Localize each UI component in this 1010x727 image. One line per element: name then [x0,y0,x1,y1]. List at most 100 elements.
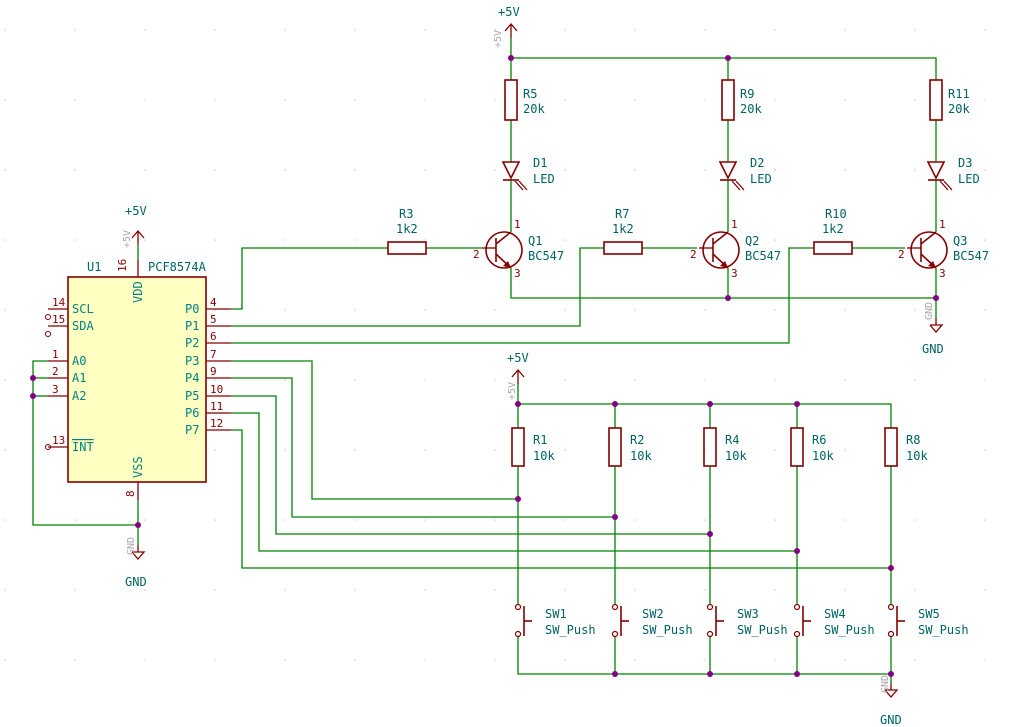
value-label: 1k2 [396,222,418,236]
pin-name: P6 [185,406,199,420]
ref-label: R8 [906,433,920,447]
ref-label: R10 [825,207,847,221]
value-label: 10k [725,449,747,463]
svg-text:+5V: +5V [507,382,518,400]
pin-number: 2 [898,248,905,261]
pin-number: 1 [939,218,946,231]
value-label: 1k2 [612,222,634,236]
value-label: 10k [630,449,652,463]
ic-pin-p0: 4P0 [185,296,231,316]
value-label: SW_Push [918,623,969,637]
pin-name: P5 [185,389,199,403]
gnd-symbol-transistors: GND GND [922,302,944,356]
value-label: 1k2 [822,222,844,236]
wires [32,38,937,683]
ref-label: D2 [750,156,764,170]
pin-name: P3 [185,354,199,368]
value-label: 20k [948,102,970,116]
svg-text:+5V: +5V [493,30,504,48]
ref-label: Q2 [745,234,759,248]
power-symbol-5v-pullups: +5V +5V [507,351,529,400]
pin-name: P4 [185,371,199,385]
ref-label: Q1 [528,234,542,248]
ref-label: SW2 [642,607,664,621]
pin-name: A0 [72,354,86,368]
svg-text:8: 8 [124,490,137,497]
power-symbol-5v-top: +5V +5V [493,5,520,48]
svg-text:+5V: +5V [507,351,529,365]
value-label: SW_Push [737,623,788,637]
pin-number: 1 [514,218,521,231]
svg-text:GND: GND [880,675,891,693]
ic-value: PCF8574A [148,260,207,274]
pin-number: 15 [52,313,65,326]
pin-number: 2 [690,248,697,261]
ref-label: SW5 [918,607,940,621]
ref-label: D3 [958,156,972,170]
ref-label: R1 [533,433,547,447]
svg-text:GND: GND [880,713,902,727]
pin-name: P1 [185,319,199,333]
svg-text:+5V: +5V [122,230,133,248]
pin-number: 6 [210,330,217,343]
ic-ref: U1 [87,260,101,274]
ic-pin-p4: 9 P4 [185,365,231,385]
pin-name: INT [72,440,94,454]
ref-label: R11 [948,87,970,101]
ref-label: SW3 [737,607,759,621]
gnd-symbol-switches: GND GND [880,675,902,727]
value-label: LED [533,172,555,186]
pin-number: 3 [514,267,521,280]
pin-number: 3 [939,267,946,280]
pin-number: 9 [210,365,217,378]
value-label: SW_Push [545,623,596,637]
ref-label: R6 [812,433,826,447]
pin-number: 3 [731,267,738,280]
svg-text:GND: GND [125,575,147,589]
pin-name: P2 [185,336,199,350]
pin-number: 11 [210,400,223,413]
value-label: LED [958,172,980,186]
ref-label: Q3 [953,234,967,248]
value-label: 10k [812,449,834,463]
value-label: SW_Push [824,623,875,637]
svg-text:+5V: +5V [498,5,520,19]
value-label: SW_Push [642,623,693,637]
pin-number: 7 [210,348,217,361]
pin-number: 3 [52,383,59,396]
value-label: BC547 [953,249,989,263]
value-label: LED [750,172,772,186]
pin-number: 1 [52,348,59,361]
ic-pin-p1: 5P1 [185,313,231,333]
value-label: BC547 [528,249,564,263]
ref-label: R7 [615,207,629,221]
switch-stages: R110kSW1SW_PushR210kSW2SW_PushR410kSW3SW… [511,427,969,638]
